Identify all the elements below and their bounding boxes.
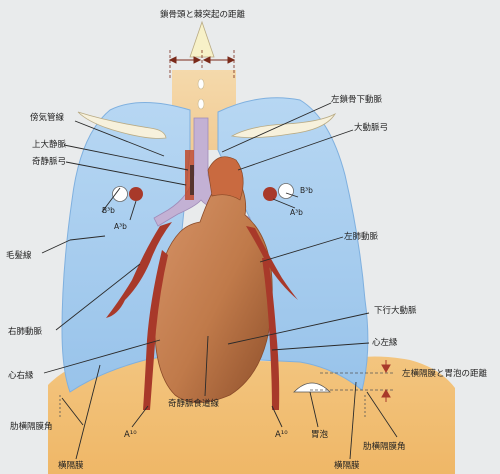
label-right-pulmonary-artery: 右肺動脈 (8, 326, 43, 337)
top-distance-arrows (168, 56, 236, 64)
vertebra-dot (197, 78, 205, 90)
label-left-heart-border: 心左縁 (372, 337, 398, 348)
label-left-cpa: 肋横隔膜角 (363, 441, 406, 452)
label-paratracheal-line: 傍気管線 (30, 112, 65, 123)
label-hair-line: 毛髪線 (6, 250, 32, 261)
label-left-diaphragm: 横隔膜 (334, 460, 360, 471)
right-lower-artery-vessel (143, 250, 168, 410)
label-b3b-left: B³b (300, 186, 313, 195)
label-svc: 上大静脈 (32, 139, 67, 150)
label-azygoesophageal-line: 奇静脈食道線 (168, 398, 220, 409)
b3b-left-circle (278, 183, 294, 199)
label-b3b-right: B³b (102, 206, 115, 215)
label-right-cpa: 肋横隔膜角 (10, 421, 53, 432)
label-aortic-arch: 大動脈弓 (354, 122, 388, 133)
svc-shadow (190, 165, 194, 195)
left-clavicle (230, 112, 337, 138)
gastric-distance-arrows (381, 360, 391, 402)
label-descending-aorta: 下行大動脈 (374, 305, 417, 316)
label-left-pulmonary-artery: 左肺動脈 (344, 231, 379, 242)
label-left-subclavian: 左鎖骨下動脈 (331, 94, 383, 105)
leader-lines (41, 102, 398, 460)
superior-vena-cava (185, 150, 194, 200)
a3b-left-circle (263, 187, 277, 201)
label-azygos-arch: 奇静脈弓 (32, 156, 66, 167)
label-a3b-right: A³b (114, 222, 127, 231)
right-pulmonary-artery-vessel (106, 222, 172, 318)
right-clavicle (77, 111, 167, 139)
b3b-right-circle (112, 186, 128, 202)
left-lung (217, 97, 369, 391)
a3b-right-circle (129, 187, 143, 201)
left-lower-artery-vessel (262, 258, 280, 410)
label-a10-right: A¹⁰ (124, 430, 137, 440)
label-left-diaphragm-gastric-distance: 左横隔膜と胃泡の距離 (402, 368, 488, 379)
vertebra-dot (197, 98, 205, 110)
label-top-distance: 鎖骨頭と棘突起の距離 (160, 9, 246, 20)
label-a3b-left: A³b (290, 208, 303, 217)
left-pulmonary-artery-vessel (246, 226, 298, 300)
label-right-heart-border: 心右縁 (8, 370, 34, 381)
aortic-arch-knob (207, 156, 244, 201)
label-gastric-bubble: 胃泡 (311, 429, 329, 440)
label-a10-left: A¹⁰ (275, 430, 288, 440)
label-right-diaphragm: 横隔膜 (58, 460, 84, 471)
